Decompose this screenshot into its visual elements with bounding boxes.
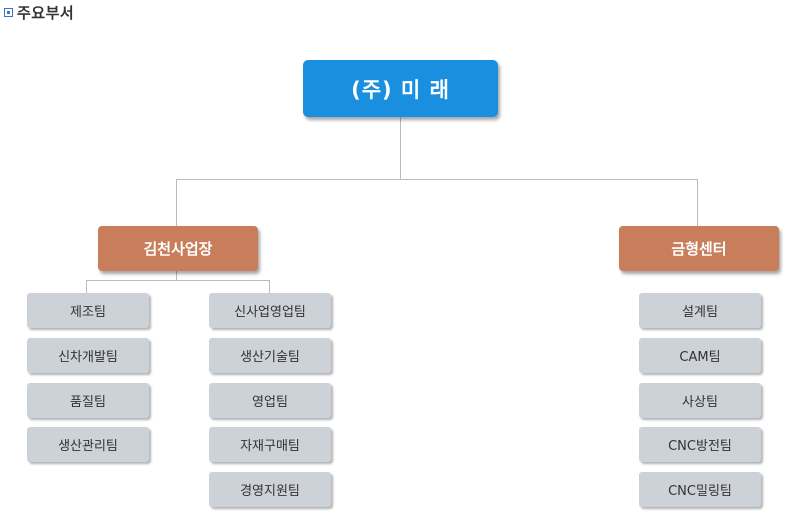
team-purchasing: 자재구매팀 <box>209 427 331 462</box>
team-management-support: 경영지원팀 <box>209 472 331 507</box>
team-cam: CAM팀 <box>639 338 761 373</box>
square-bullet-icon <box>4 8 13 17</box>
team-quality: 품질팀 <box>27 383 149 418</box>
root-node: (주) 미 래 <box>303 60 498 117</box>
team-manufacturing: 제조팀 <box>27 293 149 328</box>
branch-mold-center: 금형센터 <box>619 226 779 271</box>
branch-gimcheon: 김천사업장 <box>98 226 258 271</box>
team-sales: 영업팀 <box>209 383 331 418</box>
team-new-biz-sales: 신사업영업팀 <box>209 293 331 328</box>
team-cnc-milling: CNC밀링팀 <box>639 472 761 507</box>
team-finishing: 사상팀 <box>639 383 761 418</box>
team-cnc-edm: CNC방전팀 <box>639 427 761 462</box>
team-design: 설계팀 <box>639 293 761 328</box>
section-header: 주요부서 <box>4 2 74 23</box>
team-production-tech: 생산기술팀 <box>209 338 331 373</box>
team-production-mgmt: 생산관리팀 <box>27 427 149 462</box>
team-new-car-dev: 신차개발팀 <box>27 338 149 373</box>
section-title: 주요부서 <box>17 4 75 22</box>
